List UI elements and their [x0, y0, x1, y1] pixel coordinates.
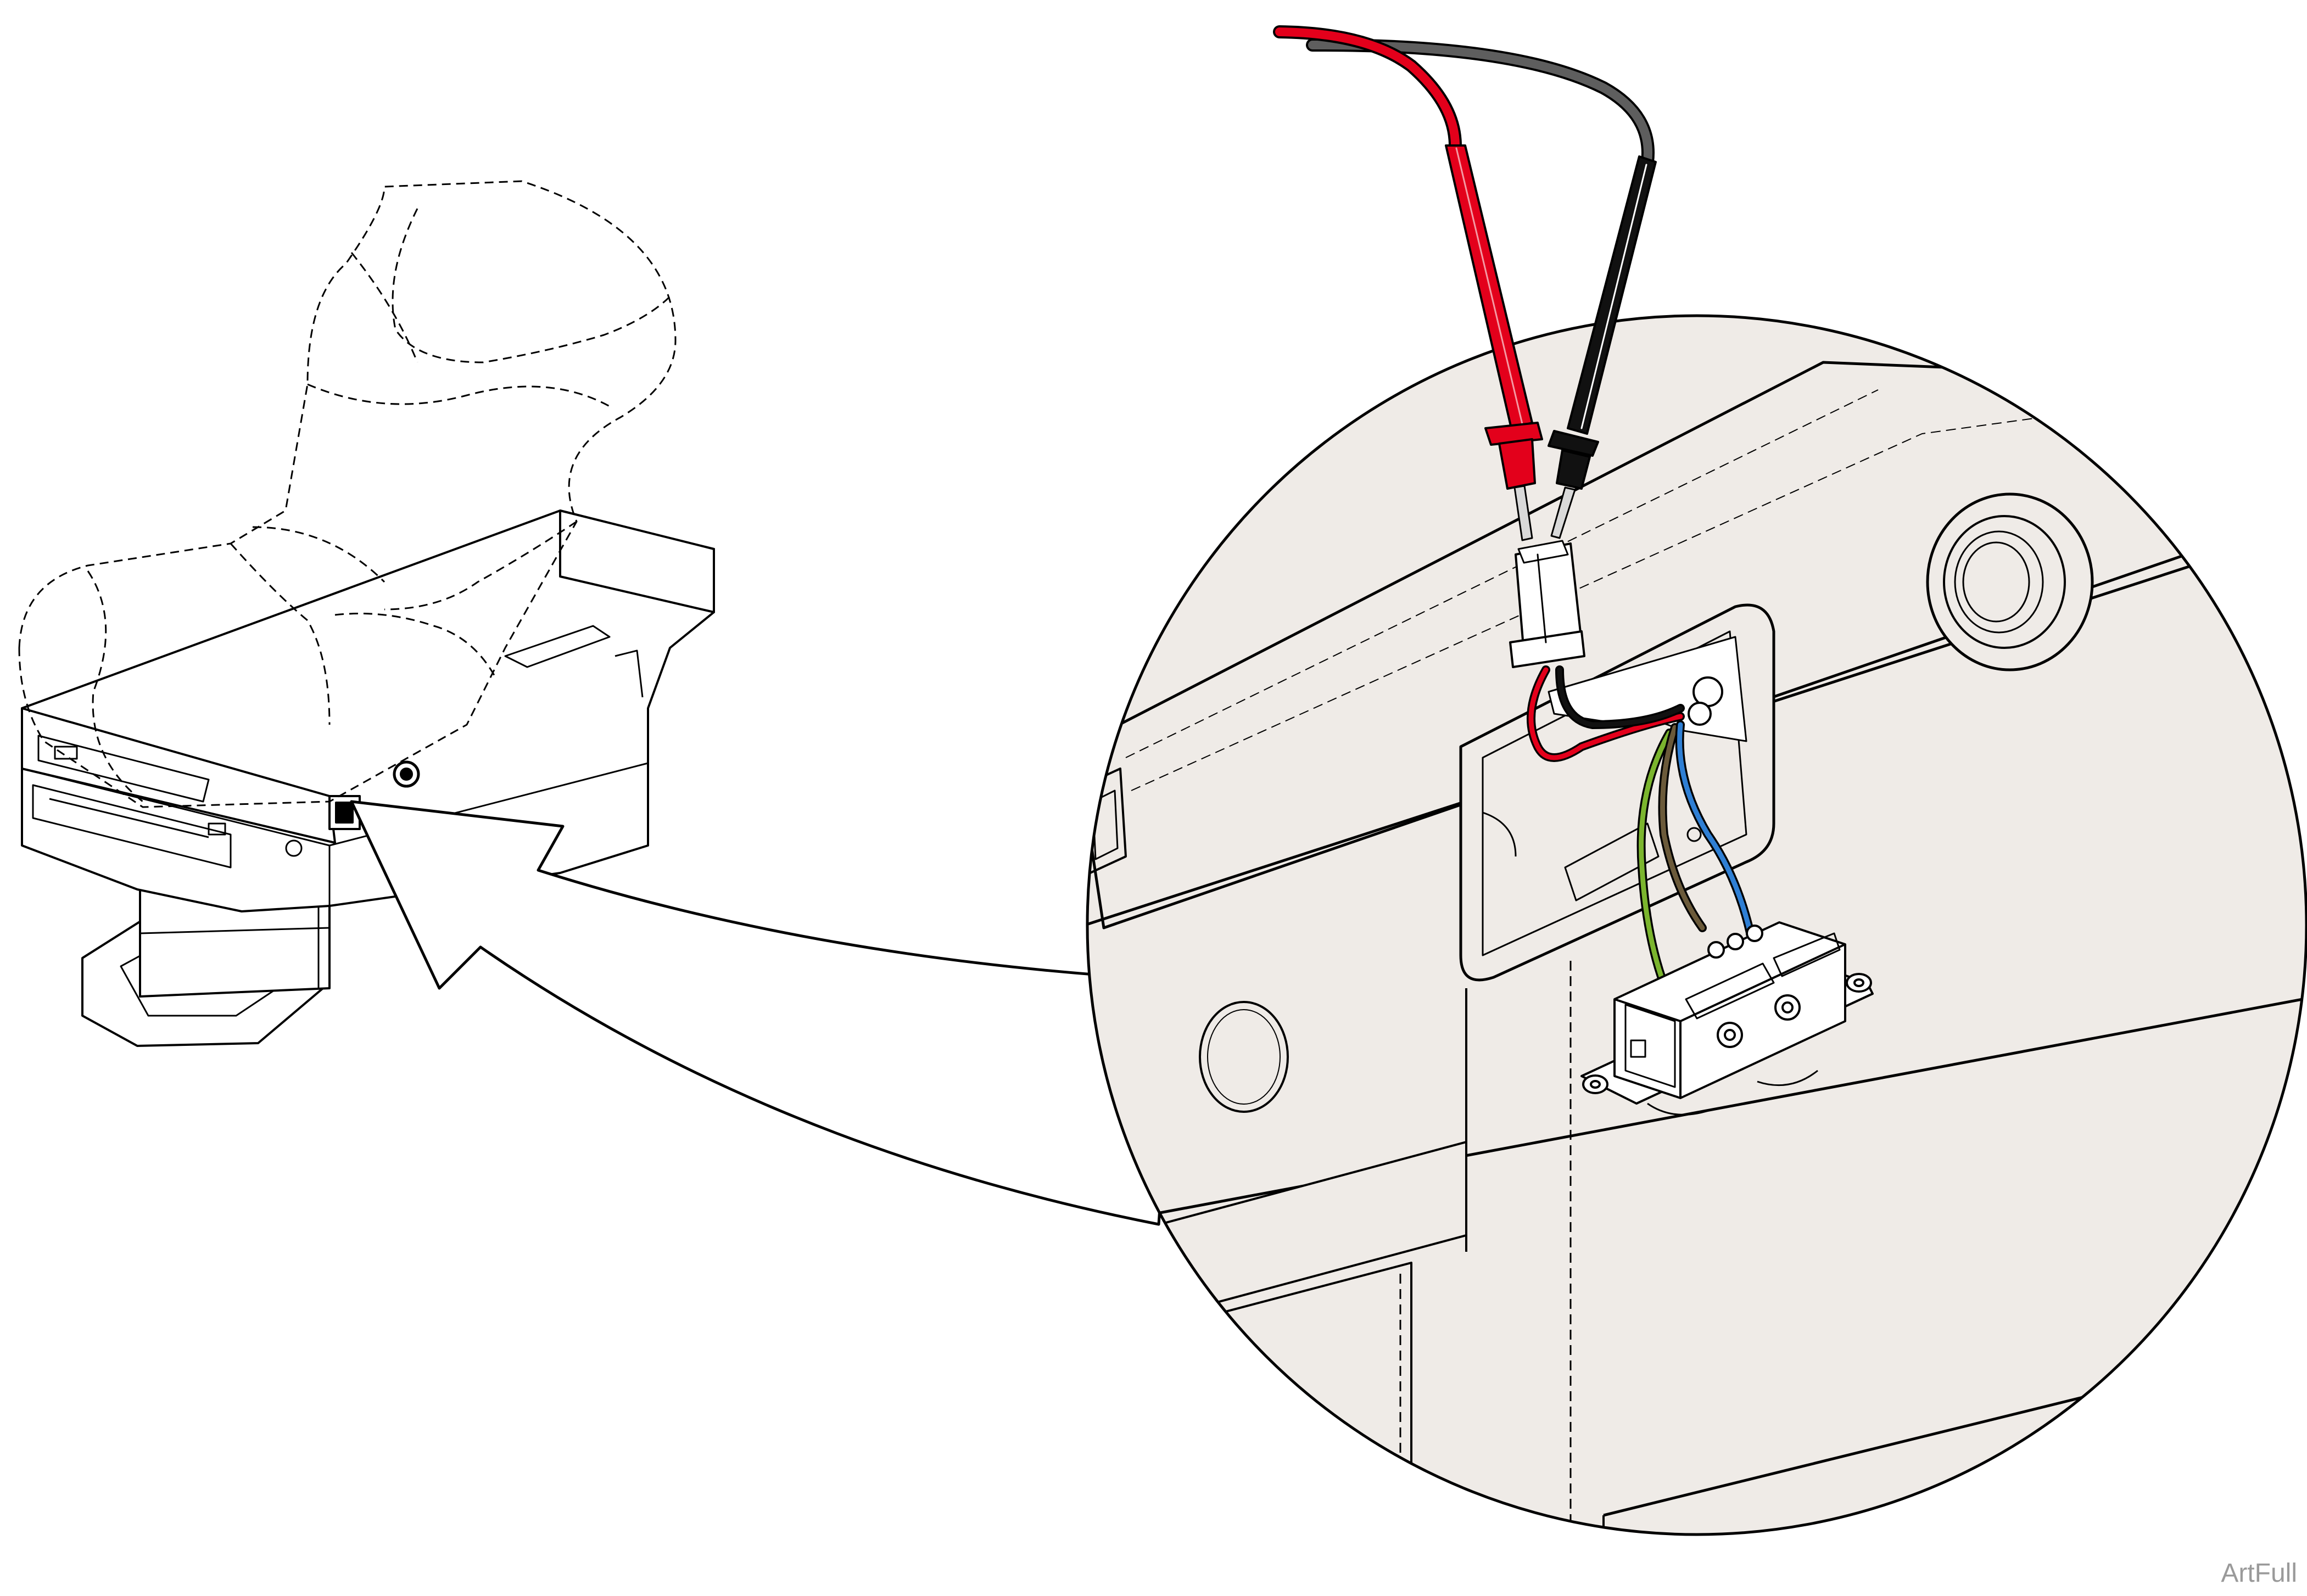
magnified-detail [1086, 314, 2307, 1536]
wire-brown [1660, 725, 1705, 931]
multimeter-test-leads [1273, 25, 1657, 668]
red-probe [1445, 144, 1543, 541]
test-connector-plug [1509, 540, 1585, 668]
test-lead-gray-cable [1306, 38, 1655, 169]
chair-upholstery-outline [18, 180, 677, 808]
black-probe [1548, 155, 1657, 539]
chair-front-panel [21, 707, 420, 857]
callout-arrow [350, 800, 1177, 1226]
housing-plug-left [1199, 1001, 1289, 1113]
outlet-access-window [1459, 603, 1775, 982]
housing-bushing-right [1926, 492, 2094, 671]
wire-blue [1677, 722, 1760, 975]
exam-chair [21, 509, 715, 1047]
artfull-watermark: ArtFull [2221, 1559, 2297, 1588]
duplex-receptacle [1580, 921, 1874, 1116]
